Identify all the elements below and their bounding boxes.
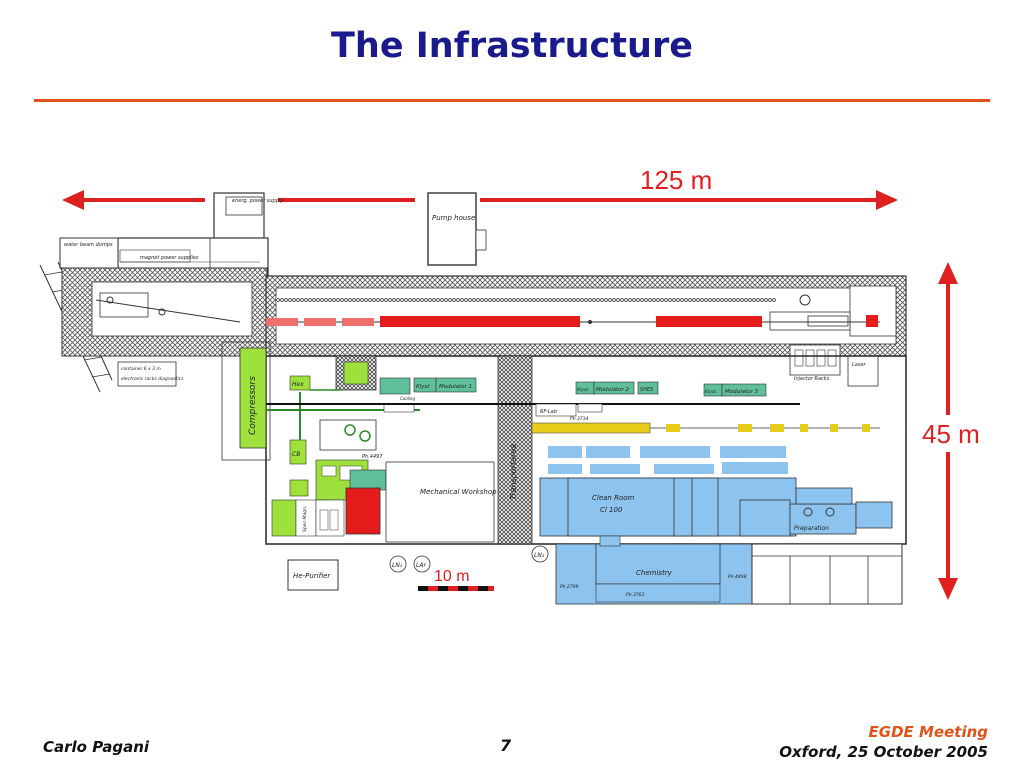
- he-purifier-box: [287, 559, 339, 591]
- chemistry-label: Chemistry: [636, 569, 673, 577]
- spec-magn-label: Spec-Magn.: [302, 506, 308, 532]
- ph2789-label: Ph.2789: [560, 584, 579, 590]
- width-label: 45 m: [922, 419, 980, 449]
- footer-event-info: EGDE Meeting Oxford, 25 October 2005: [779, 722, 988, 762]
- length-label: 125 m: [640, 165, 712, 195]
- ph4498-label: Ph.4498: [728, 574, 747, 580]
- rf-lab-label: RF-Lab: [540, 409, 557, 415]
- klystron3-label: Klyst.: [705, 389, 717, 395]
- shes-label: SHES: [640, 387, 654, 393]
- lar-label: LAr: [416, 562, 426, 569]
- rf-lab-area: [535, 403, 603, 417]
- ln2-label: LN₂: [392, 562, 403, 569]
- cryomodule-outline-2: [304, 318, 336, 326]
- linac-beamline: [266, 294, 880, 327]
- clean-room-complex: [539, 446, 893, 537]
- red-hall-area: [345, 487, 381, 535]
- footer-date: Oxford, 25 October 2005: [779, 743, 988, 761]
- scale-bar: [418, 586, 494, 591]
- lab-small-rooms: [271, 499, 345, 537]
- compressors-label: Compressors: [248, 376, 258, 435]
- container-label: container 6 x 3 m: [121, 366, 161, 372]
- pump-house-building: [427, 192, 487, 266]
- energy-supply-label: energ. power supply: [232, 198, 284, 204]
- chemistry-area: [555, 535, 753, 605]
- length-dimension-arrow: [62, 190, 898, 210]
- ph4497-label: Ph.4497: [362, 454, 383, 460]
- cryomodule-outline-3: [342, 318, 374, 326]
- modulator3-box: [721, 383, 767, 397]
- cryomodule-installed-2: [656, 316, 762, 327]
- hex-label: Hex: [292, 381, 304, 388]
- lab-green-area: [289, 459, 387, 501]
- compressors-block: [239, 347, 267, 449]
- scale-label: 10 m: [434, 568, 470, 585]
- cryo-plant: [266, 355, 420, 451]
- ph3734-label: Ph.3734: [570, 416, 589, 422]
- preparation-label: Preparation: [794, 525, 829, 532]
- modulator2-label: Modulator 2: [596, 387, 630, 393]
- cryo-tanks: [389, 545, 549, 573]
- cooling-label: Cooling: [400, 396, 415, 401]
- magnet-supplies-label: magnet power supplies: [140, 255, 199, 261]
- hex-box: [289, 375, 311, 391]
- width-dimension-arrow: [938, 262, 958, 600]
- modulator2-box: [593, 381, 635, 395]
- water-dump-label: water beam dumps: [64, 242, 113, 248]
- clean-room-class-label: Cl 100: [600, 506, 623, 514]
- mechanical-workshop-label: Mechanical Workshop: [420, 488, 497, 496]
- title-divider: [34, 99, 990, 102]
- klystron1-label: Klyst: [416, 384, 430, 390]
- cb-label: CB: [292, 451, 300, 458]
- beam-dump-shielding: [61, 267, 268, 357]
- footer-event: EGDE Meeting: [868, 723, 988, 741]
- he-purifier-label: He-Purifier: [293, 572, 331, 580]
- cryomodule-installed-1: [380, 316, 580, 327]
- slide-title: The Infrastructure: [331, 26, 693, 66]
- container-box: [117, 361, 177, 387]
- modulator3-label: Modulator 3: [725, 389, 759, 395]
- transportarea-label: Transportarea: [509, 444, 518, 500]
- electronic-racks-label: electronic racks diagnostics: [121, 376, 184, 382]
- modulator1-label: Modulator 1: [439, 384, 472, 390]
- footer-page-number: 7: [500, 736, 512, 755]
- modulator1-box: [435, 377, 477, 393]
- lower-right-rooms: [751, 543, 903, 605]
- klystron2-label: Klyst.: [577, 387, 589, 393]
- shes-box: [637, 381, 659, 395]
- cb-box: [289, 439, 307, 465]
- injector-racks-label: Injector Racks: [794, 376, 830, 382]
- footer-author: Carlo Pagani: [43, 738, 150, 756]
- clean-room-label: Clean Room: [592, 494, 635, 502]
- energy-supply-building: [213, 192, 265, 244]
- injector-area: [789, 344, 879, 387]
- ph3763-label: Ph.3763: [626, 592, 645, 598]
- test-string-yellow: [531, 422, 880, 434]
- pump-house-label: Pump house: [432, 214, 475, 222]
- cryomodule-outline-1: [266, 318, 298, 326]
- mechanical-workshop-room: [385, 461, 495, 543]
- accelerator-tunnel: [265, 275, 907, 357]
- laser-label: Laser: [852, 362, 867, 368]
- ln2b-label: LN₂: [534, 552, 545, 559]
